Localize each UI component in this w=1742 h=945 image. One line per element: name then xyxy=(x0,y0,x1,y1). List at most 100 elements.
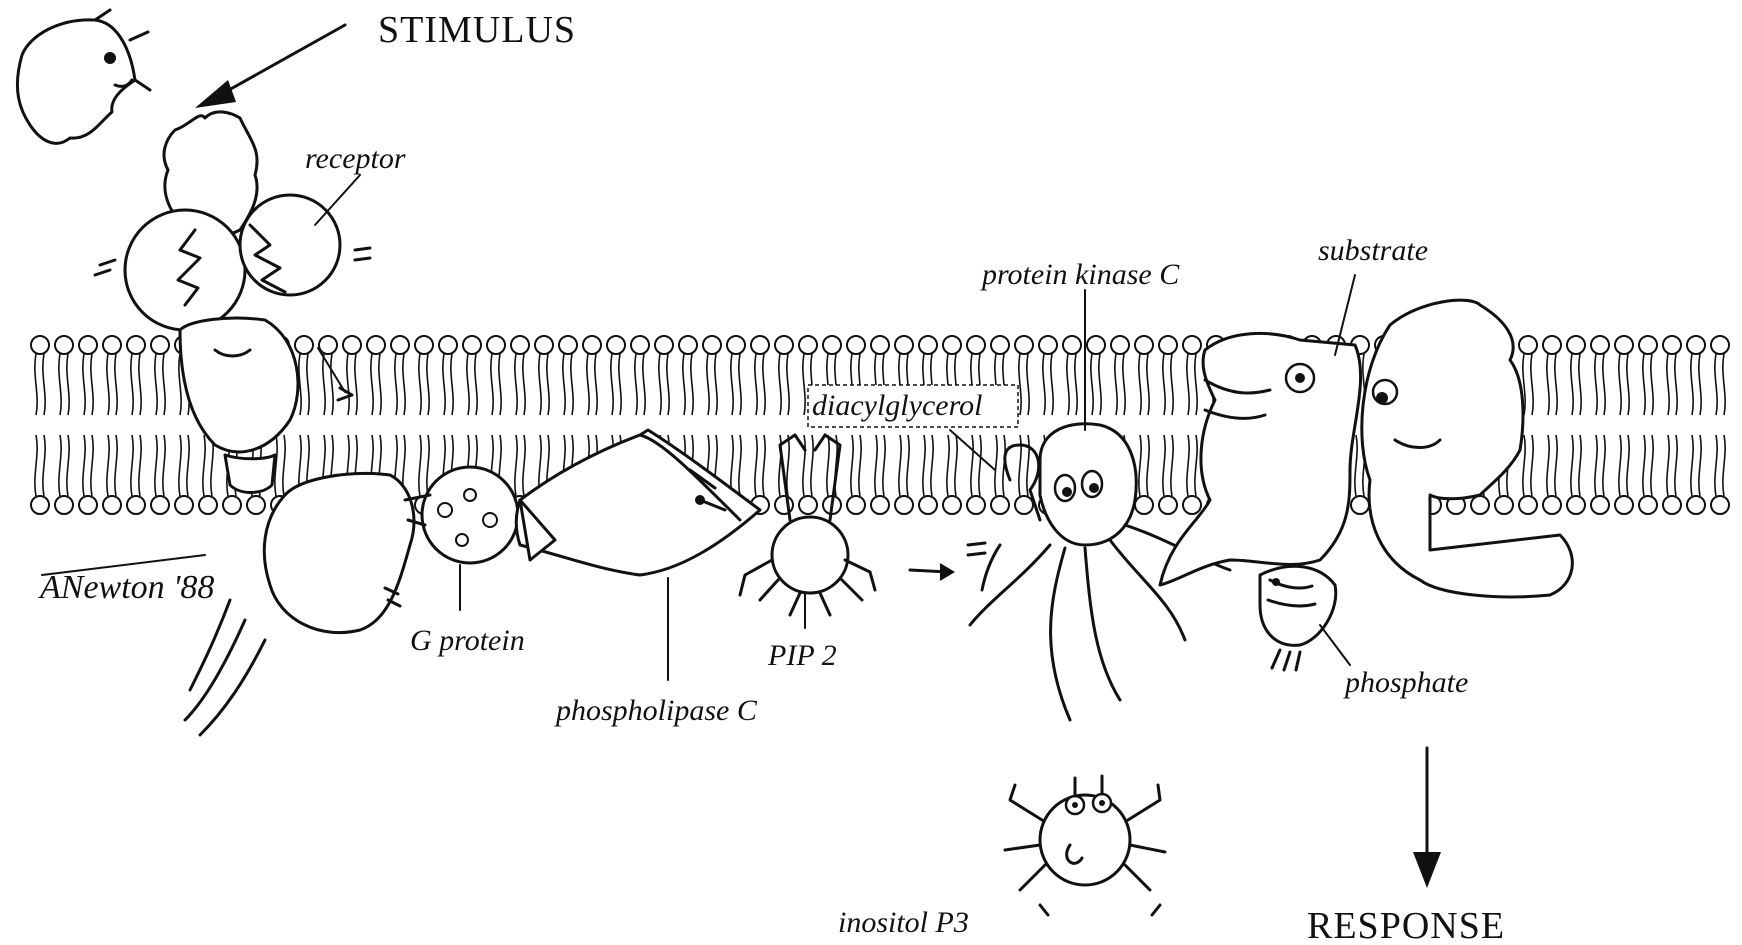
response-label: RESPONSE xyxy=(1307,905,1505,945)
lipid-head-outer xyxy=(631,336,649,354)
lipid-tails xyxy=(1715,354,1725,496)
lipid-head-inner xyxy=(1615,496,1633,514)
lipid-head-inner xyxy=(943,496,961,514)
phospholipase-c-label: phospholipase C xyxy=(554,694,758,727)
lipid-tails xyxy=(1163,354,1173,496)
lipid-tails xyxy=(1139,354,1149,496)
lipid-head-inner xyxy=(1159,496,1177,514)
signature-text: ANewton '88 xyxy=(38,569,214,606)
response-arrow xyxy=(1413,748,1441,888)
g-protein-label: G protein xyxy=(410,624,525,657)
lipid-head-inner xyxy=(1495,496,1513,514)
lipid-tails xyxy=(1667,354,1677,496)
lipid-head-inner xyxy=(247,496,265,514)
lipid-head-outer xyxy=(1543,336,1561,354)
lipid-head-inner xyxy=(1567,496,1585,514)
lipid-head-outer xyxy=(919,336,937,354)
lipid-head-outer xyxy=(943,336,961,354)
phosphate-label: phosphate xyxy=(1343,666,1468,699)
lipid-head-outer xyxy=(55,336,73,354)
phospholipase-c-icon xyxy=(516,430,760,680)
lipid-head-outer xyxy=(1039,336,1057,354)
lipid-head-inner xyxy=(1015,496,1033,514)
lipid-head-outer xyxy=(439,336,457,354)
lipid-head-inner xyxy=(1591,496,1609,514)
lipid-head-outer xyxy=(775,336,793,354)
lipid-head-outer xyxy=(1615,336,1633,354)
lipid-head-outer xyxy=(1015,336,1033,354)
lipid-head-inner xyxy=(1711,496,1729,514)
lipid-head-outer xyxy=(31,336,49,354)
lipid-head-outer xyxy=(151,336,169,354)
lipid-head-outer xyxy=(1591,336,1609,354)
protein-kinase-c-label: protein kinase C xyxy=(980,258,1180,291)
lipid-tails xyxy=(299,354,309,496)
lipid-head-outer xyxy=(319,336,337,354)
lipid-head-inner xyxy=(127,496,145,514)
lipid-head-inner xyxy=(79,496,97,514)
lipid-head-inner xyxy=(991,496,1009,514)
lipid-head-outer xyxy=(559,336,577,354)
artist-signature: ANewton '88 xyxy=(38,555,214,606)
lipid-tails xyxy=(395,354,405,496)
lipid-head-outer xyxy=(1063,336,1081,354)
lipid-head-outer xyxy=(1567,336,1585,354)
diacylglycerol-label: diacylglycerol xyxy=(812,389,982,422)
inositol-p3-icon xyxy=(1005,776,1165,915)
lipid-head-outer xyxy=(1087,336,1105,354)
lipid-head-inner xyxy=(151,496,169,514)
lipid-head-outer xyxy=(1663,336,1681,354)
lipid-tails xyxy=(107,354,117,496)
lipid-head-outer xyxy=(487,336,505,354)
substrate-icon xyxy=(1160,275,1572,670)
lipid-tails xyxy=(1187,354,1197,496)
lipid-tails xyxy=(35,354,45,496)
lipid-head-outer xyxy=(1639,336,1657,354)
lipid-head-outer xyxy=(343,336,361,354)
lipid-head-outer xyxy=(607,336,625,354)
lipid-head-outer xyxy=(655,336,673,354)
lipid-head-inner xyxy=(223,496,241,514)
lipid-head-outer xyxy=(1135,336,1153,354)
lipid-head-outer xyxy=(895,336,913,354)
lipid-head-inner xyxy=(175,496,193,514)
receptor-leader-line xyxy=(315,175,360,225)
lipid-head-inner xyxy=(895,496,913,514)
pip2-label: PIP 2 xyxy=(767,639,837,672)
lipid-tails xyxy=(1547,354,1557,496)
lipid-head-inner xyxy=(799,496,817,514)
flow-arrow xyxy=(910,563,955,581)
lipid-head-inner xyxy=(1135,496,1153,514)
lipid-head-outer xyxy=(871,336,889,354)
lipid-head-inner xyxy=(967,496,985,514)
lipid-head-outer xyxy=(799,336,817,354)
lipid-head-outer xyxy=(1159,336,1177,354)
lipid-head-inner xyxy=(55,496,73,514)
substrate-label: substrate xyxy=(1318,234,1428,267)
lipid-head-outer xyxy=(1711,336,1729,354)
lipid-head-inner xyxy=(199,496,217,514)
lipid-head-outer xyxy=(1519,336,1537,354)
lipid-head-inner xyxy=(31,496,49,514)
lipid-tails xyxy=(1595,354,1605,496)
lipid-tails xyxy=(539,354,549,496)
lipid-head-outer xyxy=(991,336,1009,354)
lipid-tails xyxy=(131,354,141,496)
lipid-head-inner xyxy=(847,496,865,514)
inositol-p3-label: inositol P3 xyxy=(838,906,969,939)
stimulus-arrow xyxy=(195,25,345,108)
lipid-head-inner xyxy=(1543,496,1561,514)
lipid-tails xyxy=(1019,354,1029,496)
lipid-tails xyxy=(1691,354,1701,496)
receptor-label: receptor xyxy=(305,142,406,175)
lipid-head-outer xyxy=(583,336,601,354)
lipid-tails xyxy=(1619,354,1629,496)
stimulus-label: STIMULUS xyxy=(378,9,576,51)
lipid-head-outer xyxy=(127,336,145,354)
lipid-head-outer xyxy=(1183,336,1201,354)
lipid-head-outer xyxy=(463,336,481,354)
lipid-head-outer xyxy=(79,336,97,354)
lipid-tails xyxy=(515,354,525,496)
lipid-tails xyxy=(59,354,69,496)
